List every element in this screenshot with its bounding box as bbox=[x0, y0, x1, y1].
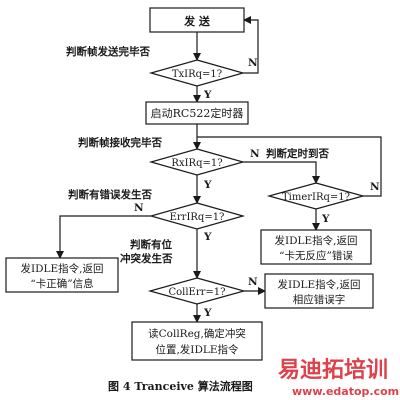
label-rxirq-no: N bbox=[250, 148, 260, 160]
decision-errirq: ErrIRq=1? bbox=[148, 202, 246, 230]
incorrect-line-1: 发IDLE指令,返回 bbox=[20, 262, 103, 275]
decision-rxirq: RxIRq=1? bbox=[148, 148, 246, 176]
edge-errirq-no-to-incorrect bbox=[56, 215, 151, 259]
edge-txirq-no-loop bbox=[243, 16, 259, 74]
node-start-timer: 启动RC522定时器 bbox=[145, 101, 249, 125]
read-collreg-line-2: 位置,发IDLE指令 bbox=[155, 343, 239, 356]
note-check-timeout: 判断定时到否 bbox=[266, 147, 329, 160]
label-txirq-no: N bbox=[248, 57, 258, 69]
timerirq-label: TimerIRq=1? bbox=[282, 192, 350, 203]
node-incorrect: 发IDLE指令,返回 “卡正确”信息 bbox=[5, 257, 119, 293]
watermark-url: www.edatop.com bbox=[292, 385, 399, 398]
read-collreg-line-1: 读CollReg,确定冲突 bbox=[148, 327, 246, 340]
watermark-logo-text: 易迪拓培训 bbox=[278, 357, 388, 383]
label-timerirq-yes: Y bbox=[321, 213, 330, 225]
label-errirq-no: N bbox=[134, 202, 144, 214]
note-check-collision-2: 冲突发生否 bbox=[120, 252, 173, 265]
start-timer-label: 启动RC522定时器 bbox=[151, 106, 244, 120]
decision-timerirq: TimerIRq=1? bbox=[266, 182, 366, 210]
note-check-error: 判断有错误发生否 bbox=[68, 188, 152, 201]
error-line-2: 相应错误字 bbox=[293, 293, 346, 306]
connectors bbox=[56, 16, 382, 323]
incorrect-line-2: “卡正确”信息 bbox=[30, 277, 93, 290]
no-response-line-2: “卡无反应”错误 bbox=[279, 249, 353, 262]
node-send: 发 送 bbox=[149, 7, 245, 33]
label-txirq-yes: Y bbox=[203, 89, 212, 101]
no-response-line-1: 发IDLE指令,返回 bbox=[274, 234, 357, 247]
note-check-receive: 判断帧接收完毕否 bbox=[78, 136, 162, 149]
figure-caption: 图 4 Tranceive 算法流程图 bbox=[108, 379, 253, 393]
node-read-collreg: 读CollReg,确定冲突 位置,发IDLE指令 bbox=[131, 321, 263, 361]
label-collerr-no: N bbox=[248, 276, 258, 288]
collerr-label: CollErr=1? bbox=[168, 287, 225, 298]
label-rxirq-yes: Y bbox=[203, 179, 212, 191]
edge-rxirq-no-to-timerirq bbox=[243, 161, 320, 184]
node-no-response: 发IDLE指令,返回 “卡无反应”错误 bbox=[260, 229, 372, 265]
label-collerr-yes: Y bbox=[203, 307, 212, 319]
txirq-label: TxIRq=1? bbox=[172, 69, 222, 80]
edge-timerirq-no-loop bbox=[197, 136, 382, 197]
errirq-label: ErrIRq=1? bbox=[170, 212, 225, 223]
note-check-collision-1: 判断有位 bbox=[130, 238, 172, 251]
decision-txirq: TxIRq=1? bbox=[148, 59, 246, 87]
error-line-1: 发IDLE指令,返回 bbox=[277, 278, 360, 291]
rxirq-label: RxIRq=1? bbox=[171, 158, 222, 169]
node-error: 发IDLE指令,返回 相应错误字 bbox=[264, 273, 374, 309]
label-errirq-yes: Y bbox=[203, 231, 212, 243]
send-label: 发 送 bbox=[183, 14, 211, 28]
note-check-send: 判断帧发送完毕否 bbox=[66, 45, 150, 58]
decision-collerr: CollErr=1? bbox=[147, 277, 247, 305]
label-timerirq-no: N bbox=[370, 181, 380, 193]
